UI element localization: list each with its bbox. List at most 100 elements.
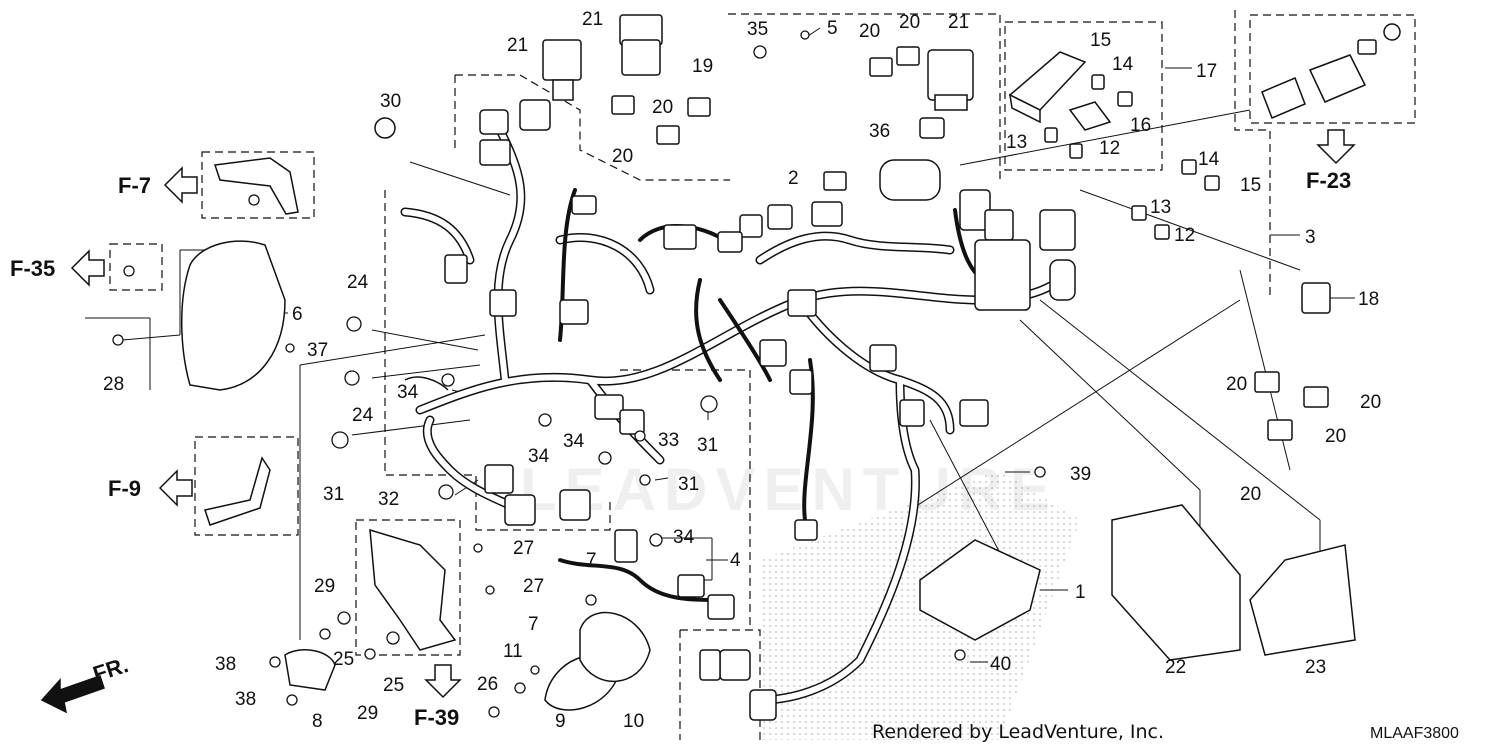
- relay-20-g: [1303, 386, 1329, 408]
- part-label-19: 19: [692, 56, 713, 77]
- ref-f35[interactable]: F-35: [10, 256, 55, 281]
- part-label-14a: 14: [1112, 54, 1134, 75]
- part-label-13a: 13: [1006, 132, 1027, 153]
- part-label-27b: 27: [523, 576, 544, 597]
- part-label-20h: 20: [1240, 484, 1261, 505]
- bracket-assy: [369, 528, 457, 651]
- ref-f9[interactable]: F-9: [108, 476, 141, 501]
- part-label-36: 36: [869, 121, 890, 142]
- fasteners: [112, 30, 1046, 718]
- arrow-f23: [1316, 129, 1356, 165]
- frame-f23: [1249, 14, 1416, 124]
- part-label-23: 23: [1305, 657, 1326, 678]
- part-label-34a: 34: [397, 382, 419, 403]
- leader-lines: [85, 27, 1355, 663]
- part-label-3: 3: [1305, 227, 1316, 248]
- part-label-20g: 20: [1325, 426, 1346, 447]
- frame-fuse-box: [1004, 21, 1163, 171]
- ref-f39[interactable]: F-39: [414, 705, 459, 730]
- module-22: [1111, 504, 1241, 661]
- relay-21-c: [927, 49, 974, 111]
- part-labels: 1 2 3 4 5 6 7 7 8 9 10 11 12 12 13 13 14…: [103, 9, 1381, 732]
- relay-20-c: [656, 125, 680, 145]
- part-label-21c: 21: [948, 12, 969, 33]
- part-label-34c: 34: [528, 446, 550, 467]
- part-label-14b: 14: [1198, 149, 1220, 170]
- bracket-f9: [204, 456, 271, 526]
- part-label-20c: 20: [859, 21, 880, 42]
- ref-arrows: [40, 129, 1356, 714]
- ref-f23[interactable]: F-23: [1306, 168, 1351, 193]
- part-label-4: 4: [730, 550, 741, 571]
- part-label-6: 6: [292, 304, 303, 325]
- part-label-15a: 15: [1090, 30, 1111, 51]
- part-label-32: 32: [378, 489, 399, 510]
- relay-20-h: [1267, 419, 1293, 441]
- relay-20-f: [1254, 371, 1280, 393]
- part-label-9: 9: [555, 711, 566, 732]
- part-label-24a: 24: [347, 272, 369, 293]
- part-label-38a: 38: [215, 654, 236, 675]
- relay-21-b: [619, 14, 663, 76]
- ref-f7[interactable]: F-7: [118, 173, 151, 198]
- part-label-18: 18: [1358, 289, 1379, 310]
- front-direction-label: FR.: [90, 652, 131, 687]
- module-23: [1249, 544, 1356, 656]
- part-label-33: 33: [658, 430, 679, 451]
- part-label-34d: 34: [673, 527, 695, 548]
- part-label-12a: 12: [1099, 138, 1120, 159]
- part-label-21a: 21: [507, 35, 528, 56]
- frame-f9: [194, 436, 299, 536]
- part-label-24b: 24: [352, 405, 374, 426]
- part-label-10: 10: [623, 711, 644, 732]
- frame-bracket: [355, 519, 461, 656]
- horn-10: [579, 611, 651, 683]
- part-label-28: 28: [103, 374, 124, 395]
- part-label-27a: 27: [513, 538, 534, 559]
- part-label-2: 2: [788, 168, 799, 189]
- arrow-f7: [163, 166, 198, 204]
- relay-20-d: [869, 57, 893, 77]
- front-direction-arrow: [40, 675, 105, 714]
- part-label-17: 17: [1196, 61, 1217, 82]
- part-label-13b: 13: [1150, 197, 1171, 218]
- relay-20-b: [687, 97, 711, 117]
- part-label-29b: 29: [357, 703, 378, 724]
- f23-parts: [1261, 23, 1401, 119]
- harness-connectors: [444, 99, 1076, 721]
- frame-f7: [201, 151, 315, 219]
- part-label-35: 35: [747, 19, 768, 40]
- part-label-7b: 7: [528, 614, 539, 635]
- arrow-f35: [70, 249, 105, 287]
- figure-refs: F-7 F-35 F-9 F-39 F-23: [10, 168, 1351, 730]
- part-label-11: 11: [503, 641, 523, 662]
- part-label-20d: 20: [899, 12, 920, 33]
- part-label-25a: 25: [333, 649, 354, 670]
- part-label-12b: 12: [1174, 225, 1195, 246]
- relays: [542, 14, 1331, 441]
- relay-21-a: [542, 39, 582, 101]
- part-label-15b: 15: [1240, 175, 1261, 196]
- part-2: [823, 171, 847, 191]
- sensor-8: [284, 649, 336, 691]
- part-label-5: 5: [827, 18, 838, 39]
- relay-18: [1301, 282, 1331, 314]
- part-label-31c: 31: [678, 474, 699, 495]
- part-label-40: 40: [990, 654, 1011, 675]
- part-label-26: 26: [477, 674, 498, 695]
- watermark: LEADVENTURE: [520, 456, 1058, 523]
- part-label-38b: 38: [235, 689, 256, 710]
- part-label-22: 22: [1165, 657, 1186, 678]
- diagram-code: MLAAF3800: [1370, 725, 1459, 742]
- part-label-39: 39: [1070, 464, 1091, 485]
- arrow-f39: [424, 664, 462, 699]
- bracket-f7: [213, 157, 299, 215]
- part-label-20b: 20: [612, 146, 633, 167]
- frame-f35: [109, 243, 163, 291]
- part-label-34b: 34: [563, 431, 585, 452]
- part-label-21b: 21: [582, 9, 603, 30]
- ecu-modules: [919, 504, 1356, 661]
- ecu-1: [919, 539, 1041, 641]
- credit-text: Rendered by LeadVenture, Inc.: [872, 721, 1164, 743]
